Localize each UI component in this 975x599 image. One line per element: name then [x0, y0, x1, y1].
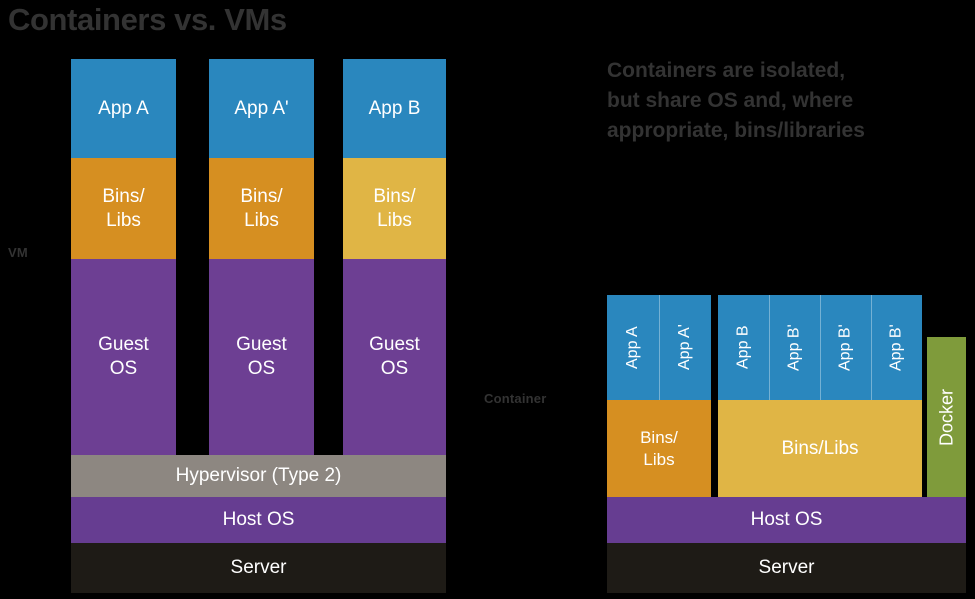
vm-bins-line2-1: Libs — [106, 209, 141, 231]
vm-guest-os-block-3: Guest OS — [343, 259, 446, 455]
page-title: Containers vs. VMs — [8, 2, 287, 37]
vm-bins-block-2: Bins/ Libs — [209, 158, 314, 259]
vm-bins-block-1: Bins/ Libs — [71, 158, 176, 259]
container-app-label-b1: App B — [734, 325, 752, 370]
container-app-label-b2: App B' — [785, 324, 803, 371]
vm-bins-block-3: Bins/ Libs — [343, 158, 446, 259]
vm-guest-line1-1: Guest — [98, 334, 149, 355]
vm-bins-line1-2: Bins/ — [240, 185, 283, 207]
vm-bins-line2-2: Libs — [244, 209, 279, 231]
vm-bins-label-1: Bins/ Libs — [102, 185, 144, 233]
caption-line-3: appropriate, bins/libraries — [607, 119, 865, 142]
container-app-block-b2: App B' — [769, 295, 820, 400]
container-bins-block-b: Bins/Libs — [718, 400, 922, 497]
container-app-block-a1: App A — [607, 295, 659, 400]
container-bins-line2-a: Libs — [643, 449, 675, 469]
container-app-block-b4: App B' — [871, 295, 922, 400]
container-app-label-b4: App B' — [887, 324, 905, 371]
vm-guest-line1-3: Guest — [369, 334, 420, 355]
vm-guest-line2-1: OS — [109, 358, 138, 379]
vm-guest-os-block-1: Guest OS — [71, 259, 176, 455]
vm-guest-os-label-2: Guest OS — [236, 333, 287, 381]
container-server-bar: Server — [607, 543, 966, 593]
vm-host-os-label: Host OS — [222, 509, 295, 530]
container-app-label-a1: App A — [624, 326, 641, 369]
vm-app-block-1: App A — [71, 59, 176, 158]
caption-line-1: Containers are isolated, — [607, 59, 846, 82]
container-docker-label: Docker — [936, 388, 957, 446]
vm-guest-line2-2: OS — [247, 358, 276, 379]
container-bins-label-b: Bins/Libs — [781, 437, 859, 459]
vm-app-block-2: App A' — [209, 59, 314, 158]
caption-text: Containers are isolated, but share OS an… — [607, 56, 975, 146]
vm-guest-line2-3: OS — [380, 358, 409, 379]
container-app-label-b3: App B' — [836, 324, 854, 371]
vm-bins-label-2: Bins/ Libs — [240, 185, 282, 233]
container-docker-block: Docker — [927, 337, 966, 497]
vm-guest-os-label-3: Guest OS — [369, 333, 420, 381]
vm-hypervisor-bar: Hypervisor (Type 2) — [71, 455, 446, 497]
row-label-vm: VM — [8, 245, 28, 260]
vm-app-label-2: App A' — [234, 97, 289, 119]
container-app-label-a2: App A' — [676, 324, 693, 371]
container-host-os-label: Host OS — [750, 509, 823, 530]
container-bins-block-a: Bins/ Libs — [607, 400, 711, 497]
container-app-block-b1: App B — [718, 295, 769, 400]
container-app-block-a2: App A' — [659, 295, 711, 400]
vm-server-label: Server — [230, 557, 287, 578]
vm-guest-os-block-2: Guest OS — [209, 259, 314, 455]
row-label-container: Container — [484, 391, 547, 406]
container-app-divider-a — [659, 295, 660, 400]
container-server-label: Server — [758, 557, 815, 578]
container-bins-line1-a: Bins/ — [640, 427, 678, 447]
container-app-divider-b1 — [769, 295, 770, 400]
vm-bins-line1-3: Bins/ — [373, 185, 416, 207]
container-host-os-bar: Host OS — [607, 497, 966, 543]
vm-bins-line1-1: Bins/ — [102, 185, 145, 207]
vm-hypervisor-label: Hypervisor (Type 2) — [175, 465, 342, 486]
container-app-block-b3: App B' — [820, 295, 871, 400]
vm-server-bar: Server — [71, 543, 446, 593]
container-app-divider-b3 — [871, 295, 872, 400]
vm-app-label-1: App A — [98, 97, 149, 119]
caption-line-2: but share OS and, where — [607, 89, 854, 112]
vm-bins-label-3: Bins/ Libs — [373, 185, 415, 233]
vm-app-label-3: App B — [368, 97, 421, 119]
container-app-divider-b2 — [820, 295, 821, 400]
vm-guest-line1-2: Guest — [236, 334, 287, 355]
vm-app-block-3: App B — [343, 59, 446, 158]
vm-bins-line2-3: Libs — [377, 209, 412, 231]
container-bins-label-a: Bins/ Libs — [640, 427, 678, 471]
vm-host-os-bar: Host OS — [71, 497, 446, 543]
vm-guest-os-label-1: Guest OS — [98, 333, 149, 381]
